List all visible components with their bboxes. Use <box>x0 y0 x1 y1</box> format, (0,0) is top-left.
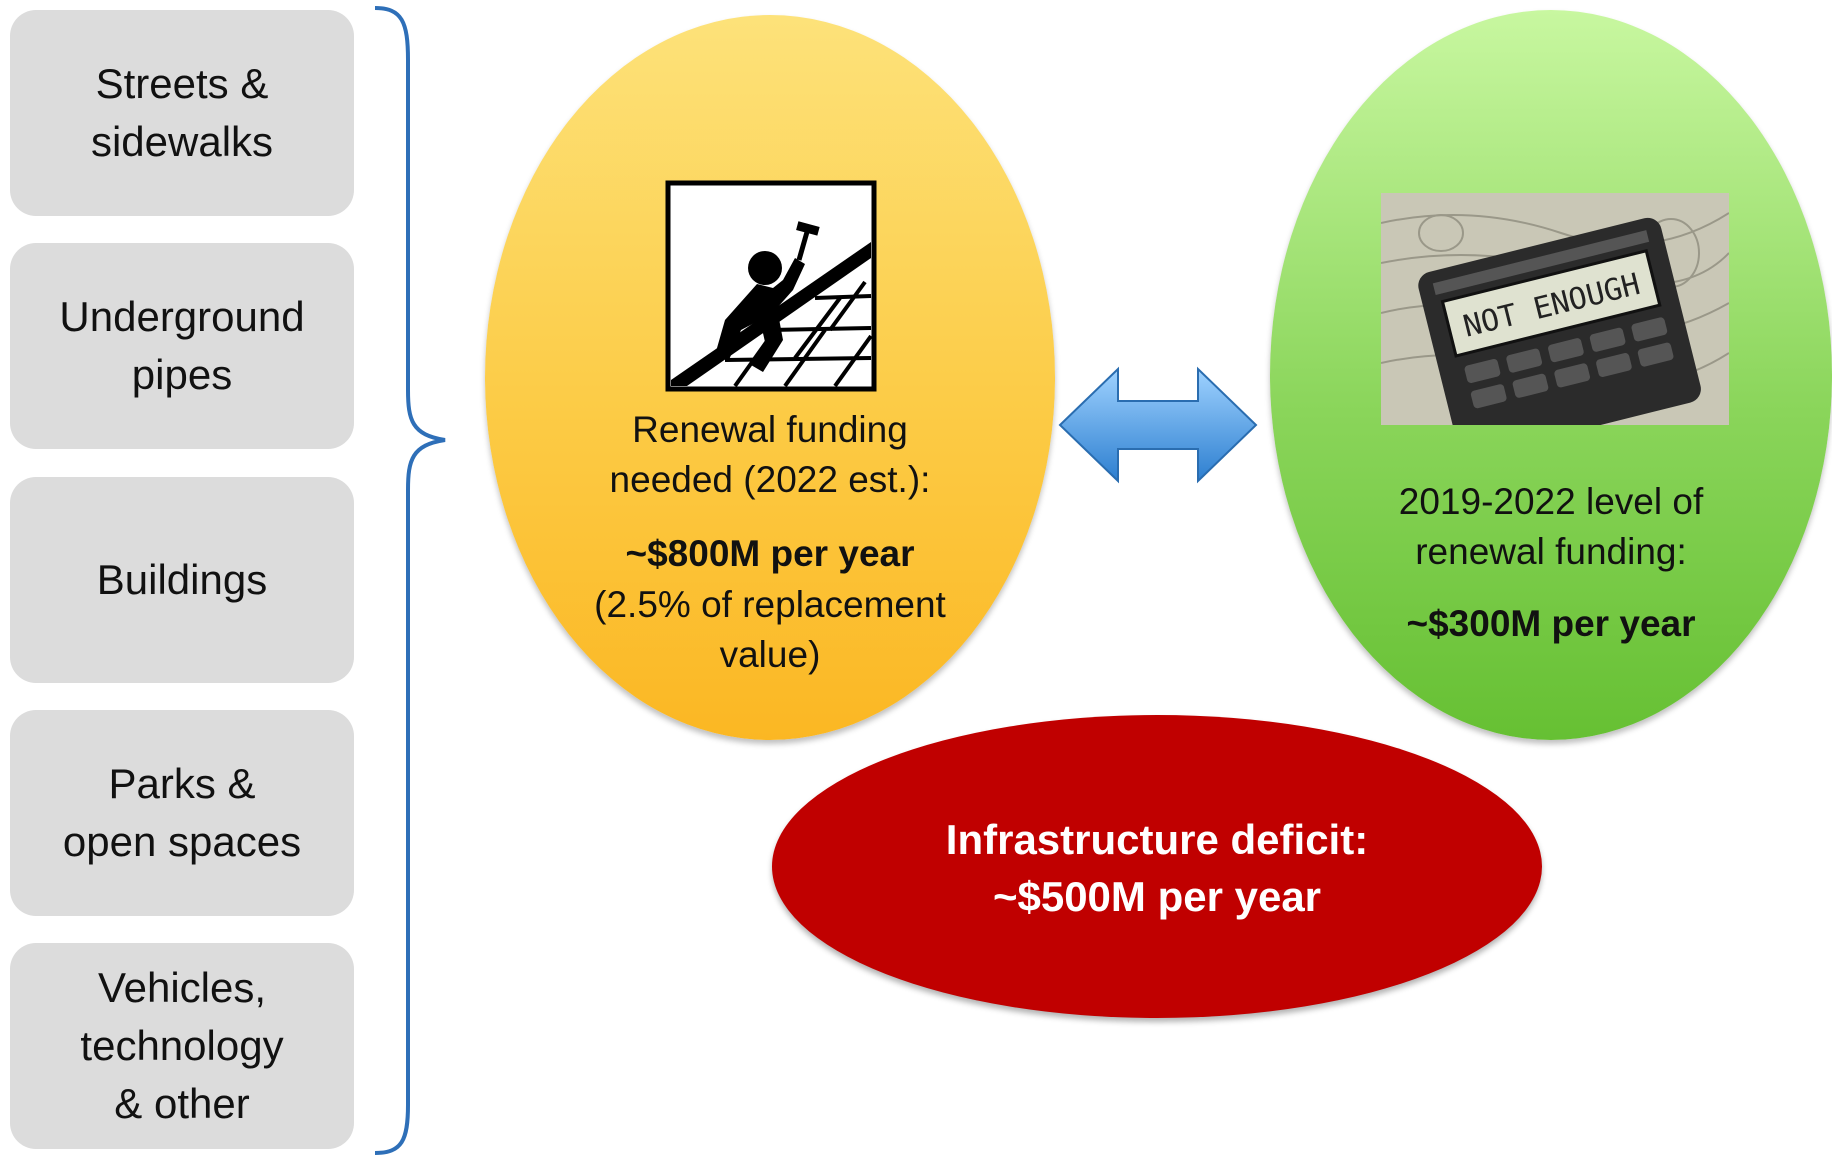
current-line1: 2019-2022 level of <box>1398 481 1704 522</box>
curly-brace <box>374 6 446 1155</box>
category-label: sidewalks <box>90 118 274 165</box>
category-label: Parks & <box>108 760 256 807</box>
current-amount: ~$300M per year <box>1406 603 1696 644</box>
calculator-icon: NOT ENOUGH <box>1381 193 1729 425</box>
category-label: & other <box>114 1080 250 1127</box>
category-label: Streets & <box>95 60 269 107</box>
current-line2: renewal funding: <box>1415 531 1687 572</box>
category-label: Buildings <box>96 556 268 603</box>
needed-note1: (2.5% of replacement <box>594 584 946 625</box>
deficit-title: Infrastructure deficit: <box>945 816 1369 863</box>
category-vehicles-technology: Vehicles, technology & other <box>10 943 354 1149</box>
category-label: technology <box>80 1022 284 1069</box>
deficit-amount: ~$500M per year <box>992 873 1322 920</box>
category-streets-sidewalks: Streets & sidewalks <box>10 10 354 216</box>
needed-amount: ~$800M per year <box>625 533 915 574</box>
category-label: open spaces <box>62 818 302 865</box>
category-label: Underground <box>59 293 305 340</box>
category-buildings: Buildings <box>10 477 354 683</box>
category-underground-pipes: Underground pipes <box>10 243 354 449</box>
deficit-oval <box>772 715 1542 1018</box>
category-label: pipes <box>131 351 233 398</box>
needed-note: (2.5% of replacement value) <box>485 580 1055 680</box>
needed-note2: value) <box>719 634 821 675</box>
category-parks-open-spaces: Parks & open spaces <box>10 710 354 916</box>
needed-label: Renewal funding needed (2022 est.): <box>485 405 1055 505</box>
double-arrow-icon <box>1058 366 1258 484</box>
needed-line1: Renewal funding <box>632 409 908 450</box>
category-label: Vehicles, <box>97 964 267 1011</box>
needed-line2: needed (2022 est.): <box>609 459 931 500</box>
roofer-icon <box>665 180 877 392</box>
current-label: 2019-2022 level of renewal funding: <box>1270 477 1832 577</box>
